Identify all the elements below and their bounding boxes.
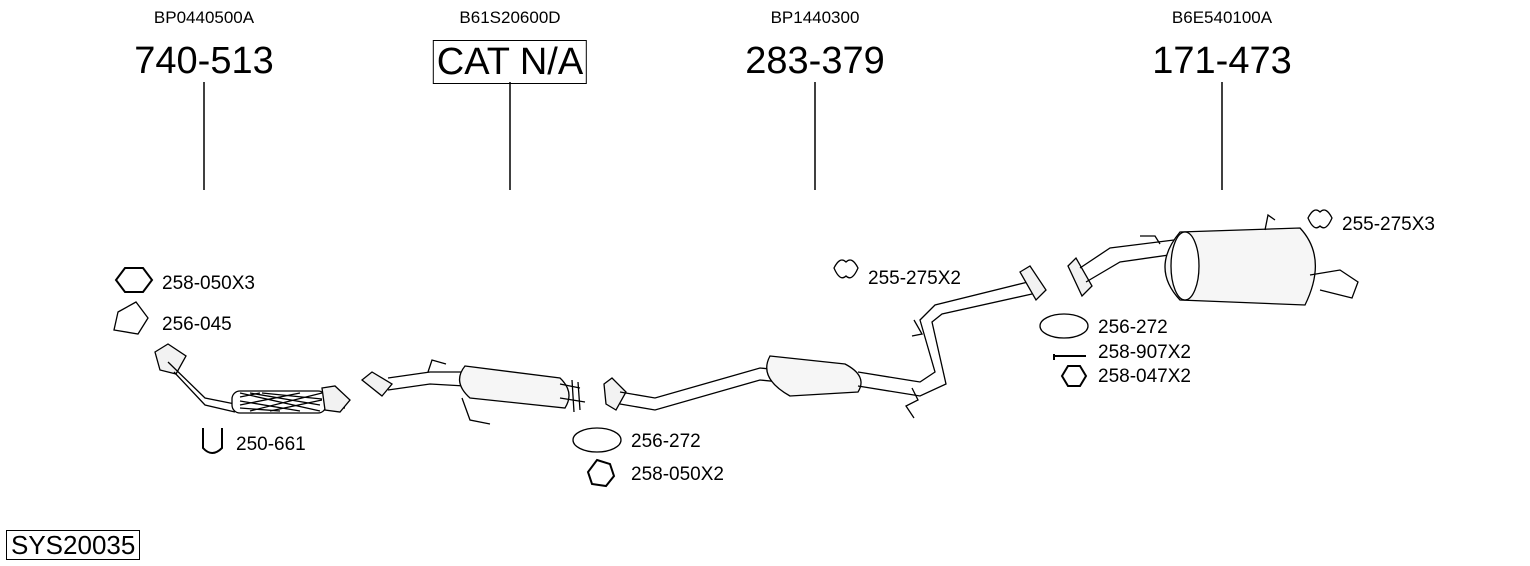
part-number-3[interactable]: 283-379 — [745, 40, 885, 82]
front-pipe — [154, 343, 351, 414]
oem-code-1: BP0440500A — [153, 8, 255, 27]
label-nut-mid[interactable]: 258-050X2 — [631, 464, 724, 485]
part-number-1[interactable]: 740-513 — [134, 40, 274, 82]
flange-nut-icon-rear — [1060, 365, 1088, 387]
system-code: SYS20035 — [6, 530, 141, 560]
label-hanger-rear[interactable]: 255-275X3 — [1342, 214, 1435, 235]
hanger-icon-rear — [1307, 209, 1333, 229]
label-gasket-front[interactable]: 256-045 — [162, 314, 232, 335]
hex-nut-icon-front — [114, 267, 154, 293]
label-gasket-mid[interactable]: 256-272 — [631, 431, 701, 452]
catalytic-converter — [360, 359, 586, 425]
label-bolt-rear[interactable]: 258-907X2 — [1098, 342, 1191, 363]
label-hanger-mid[interactable]: 255-275X2 — [868, 268, 961, 289]
u-clamp-icon — [202, 428, 223, 454]
bolt-icon-rear — [1053, 354, 1086, 360]
label-u-clamp[interactable]: 250-661 — [236, 434, 306, 455]
gasket-icon-front — [113, 301, 149, 335]
label-gasket-rear[interactable]: 256-272 — [1098, 317, 1168, 338]
part-number-2[interactable]: CAT N/A — [432, 40, 588, 84]
label-nut-rear[interactable]: 258-047X2 — [1098, 366, 1191, 387]
oem-code-4: B6E540100A — [1171, 8, 1273, 27]
gasket-icon-rear — [1039, 313, 1089, 339]
oem-code-2: B61S20600D — [459, 8, 561, 27]
hex-nut-icon-mid — [586, 458, 616, 488]
gasket-icon-mid — [572, 427, 622, 453]
rear-muffler — [1067, 213, 1359, 306]
part-number-4[interactable]: 171-473 — [1152, 40, 1292, 82]
label-nut-front[interactable]: 258-050X3 — [162, 273, 255, 294]
centre-pipe — [603, 265, 1047, 419]
oem-code-3: BP1440300 — [770, 8, 860, 27]
hanger-icon-mid — [833, 259, 859, 279]
